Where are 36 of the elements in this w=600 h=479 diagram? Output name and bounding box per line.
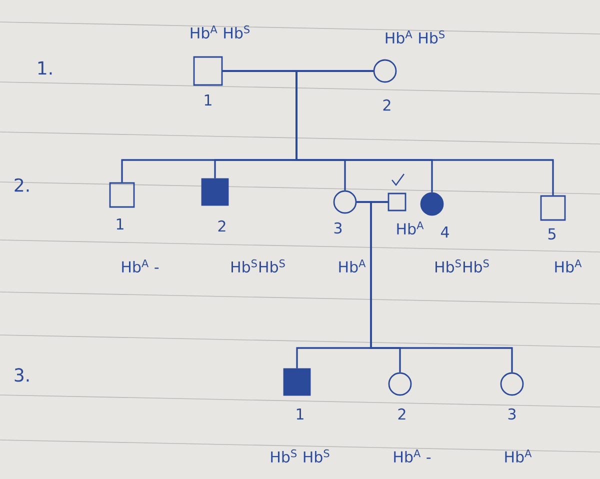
individual-number: 3: [334, 222, 342, 234]
individual-number: 5: [548, 228, 556, 240]
genotype-label: Hb$^{A}$: [339, 259, 366, 273]
generation-label: 1.: [38, 61, 52, 75]
generation-label: 3.: [14, 368, 29, 382]
male-square: [540, 195, 566, 221]
individual-number: 2: [218, 220, 226, 232]
individual-number: 1: [204, 94, 212, 106]
generation-label: 2.: [14, 178, 29, 192]
genotype-label: Hb$^{A}$: [505, 449, 532, 463]
male-square: [193, 56, 223, 86]
individual-number: 2: [398, 408, 406, 420]
individual-number: 4: [440, 226, 449, 238]
individual-number: 1: [116, 218, 124, 230]
affected-female-circle: [420, 192, 444, 216]
male-square: [109, 182, 135, 208]
female-circle: [373, 59, 397, 83]
individual-number: 1: [296, 408, 304, 420]
genotype-label: Hb$^{S}$Hb$^{S}$: [436, 259, 489, 273]
female-circle: [333, 190, 357, 214]
individual-number: 3: [508, 408, 516, 420]
genotype-label: Hb$^{A}$ Hb$^{S}$: [386, 30, 445, 44]
female-circle: [388, 372, 412, 396]
genotype-label: Hb$^{A}$ -: [122, 259, 159, 273]
genotype-label: Hb$^{S}$Hb$^{S}$: [232, 259, 285, 273]
individual-number: 2: [383, 99, 390, 111]
genotype-label: Hb$^{S}$ Hb$^{S}$: [271, 449, 330, 463]
genotype-label: Hb$^{A}$ -: [394, 449, 431, 463]
descent-line: [296, 70, 554, 196]
genotype-label: Hb$^{A}$: [555, 259, 582, 273]
male-square: [388, 192, 406, 212]
affected-male-square: [283, 368, 311, 396]
female-circle: [500, 372, 524, 396]
genotype-label: Hb$^{A}$: [397, 221, 424, 235]
genotype-label: Hb$^{A}$ Hb$^{S}$: [190, 25, 250, 39]
affected-male-square: [201, 178, 229, 206]
